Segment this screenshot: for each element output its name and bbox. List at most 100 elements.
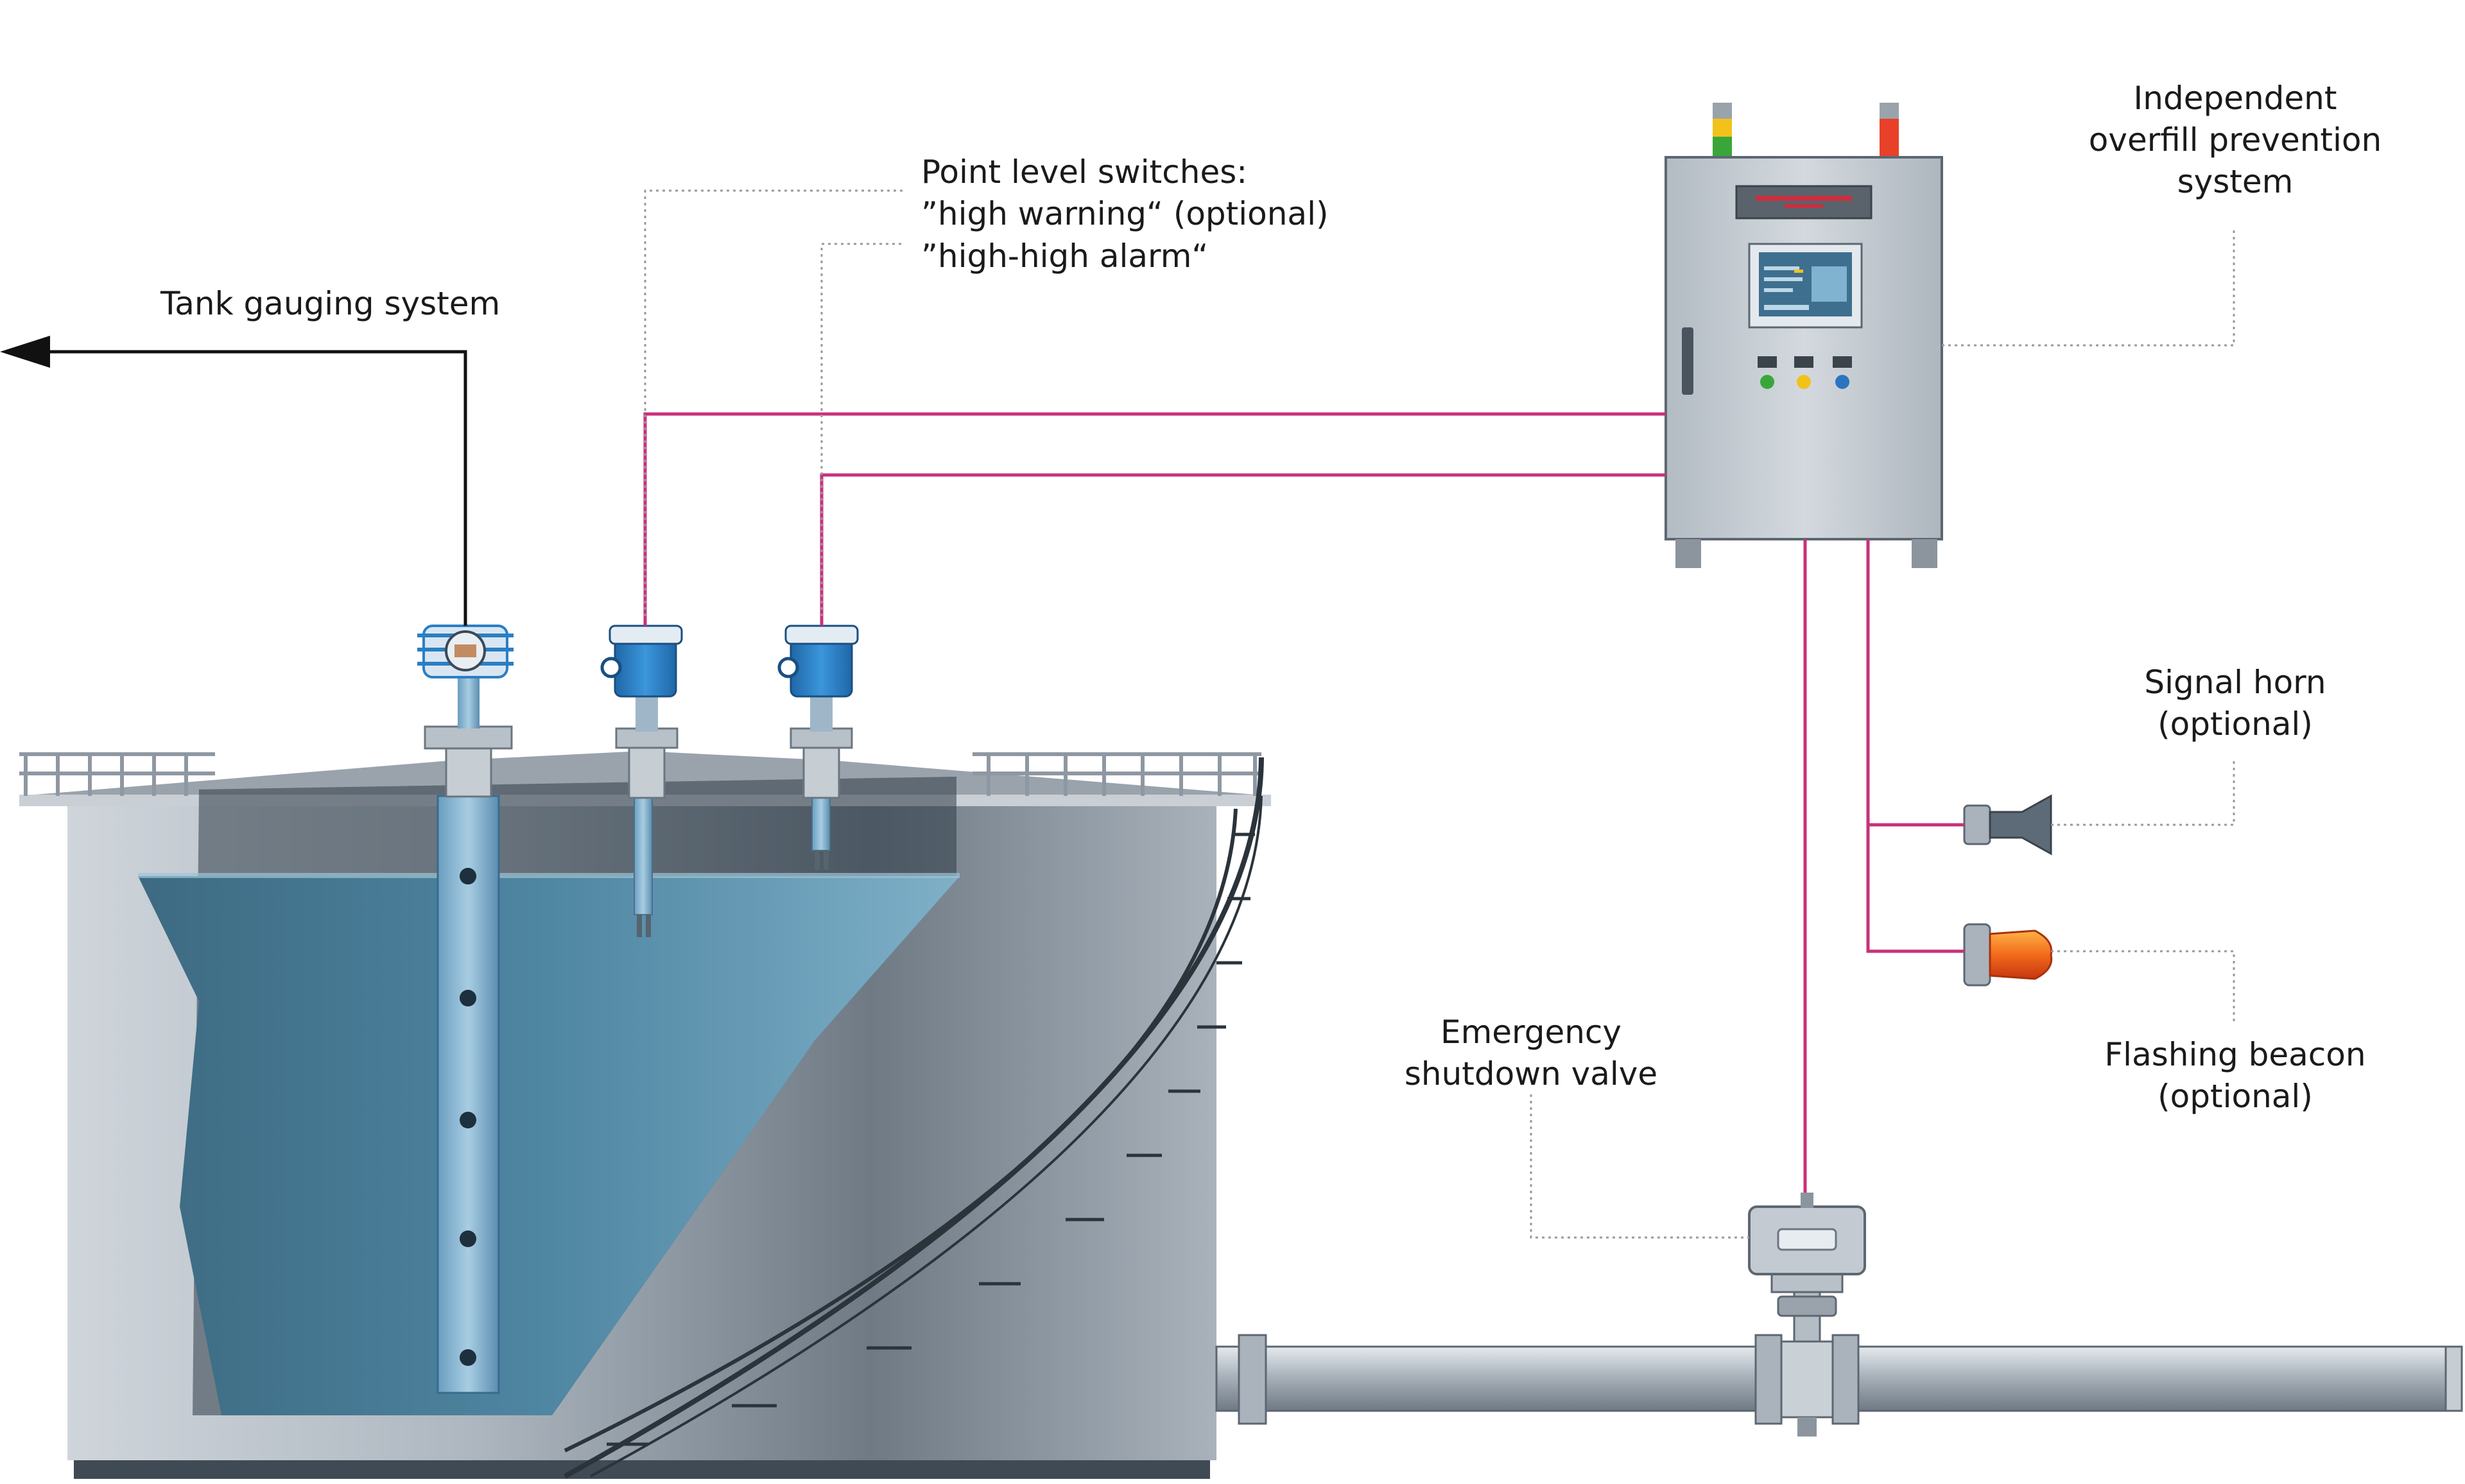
label-valve-line1: Emergency [1440, 1014, 1622, 1051]
label-point-switches-title: Point level switches: [921, 153, 1247, 191]
leader-beacon [2051, 950, 2235, 1024]
cabinet-switch [1758, 356, 1777, 368]
label-point-switches-high-high: ”high-high alarm“ [921, 237, 1208, 275]
cabinet-display-readout [1756, 196, 1852, 201]
signal-line-beacon [1866, 825, 1964, 953]
flashing-beacon-icon [1963, 923, 2053, 987]
lamp-yellow [1797, 375, 1811, 389]
valve-indicator [1777, 1228, 1837, 1251]
control-cabinet-icon [1665, 103, 1943, 568]
cabinet-foot-left [1675, 539, 1701, 568]
liquid-surface [138, 873, 960, 878]
stilling-well [437, 795, 500, 1394]
switch-2-probe [811, 795, 831, 851]
tank-stairway [564, 757, 1264, 1479]
leader-switch-1 [644, 189, 905, 616]
cabinet-display-readout [1785, 204, 1823, 208]
shutdown-valve-icon [1748, 1193, 1866, 1343]
hmi-line [1764, 266, 1799, 270]
stilling-well-hole [460, 990, 476, 1006]
switch-1-cap [609, 625, 683, 645]
stilling-well-hole [460, 1230, 476, 1247]
valve-top-port [1801, 1193, 1813, 1208]
switch-2-cap [784, 625, 859, 645]
lamp-green [1760, 375, 1774, 389]
stilling-well-hole [460, 1112, 476, 1128]
horn-base [1963, 804, 1991, 845]
signal-line-horn [1866, 539, 1964, 827]
gauging-output-arrow [0, 336, 467, 626]
labels: Tank gauging system Point level switches… [160, 80, 2382, 1115]
horn-bell [1989, 794, 2052, 856]
switch-1-gland [600, 657, 622, 678]
label-point-switches-high-warning: ”high warning“ (optional) [921, 195, 1328, 232]
label-beacon-line1: Flashing beacon [2104, 1036, 2366, 1073]
leader-valve [1530, 1094, 1749, 1239]
switch-1-fork [646, 915, 651, 937]
lamp-blue [1835, 375, 1849, 389]
label-horn-line1: Signal horn [2144, 664, 2326, 701]
hmi-line [1764, 288, 1793, 292]
valve-stem-coupling [1777, 1295, 1837, 1317]
valve-mount [1770, 1273, 1844, 1293]
gauging-line [26, 350, 467, 626]
switch-2-neck [810, 693, 833, 732]
label-tank-gauging: Tank gauging system [160, 285, 500, 322]
gauge-display-screen [454, 644, 476, 657]
switch-1-fork [637, 915, 642, 937]
valve-drain [1797, 1417, 1817, 1437]
cabinet-body [1665, 156, 1943, 540]
label-beacon-line2: (optional) [2158, 1078, 2313, 1115]
leader-switch-2 [820, 243, 905, 616]
gauge-flange [424, 725, 513, 750]
switch-1-nozzle [628, 746, 666, 799]
switch-2-fork [815, 850, 820, 870]
stack-light-red [1880, 119, 1899, 157]
switch-2-fork [824, 850, 829, 870]
switch-2-gland [777, 657, 799, 678]
label-overfill-line2: overfill prevention [2089, 121, 2382, 159]
roof-railing-right [973, 752, 1261, 796]
cabinet-foot-right [1912, 539, 1937, 568]
leader-lines [644, 189, 2235, 1239]
cabinet-handle [1682, 327, 1693, 395]
hmi-panel [1812, 266, 1847, 302]
cabinet-display [1735, 185, 1873, 220]
gauge-neck [458, 674, 480, 729]
roof-railing-left [19, 752, 215, 796]
switch-1-neck [636, 693, 658, 732]
switch-2-nozzle [802, 746, 840, 799]
stack-light-cap-right [1880, 103, 1899, 119]
leader-cabinet [1942, 228, 2235, 347]
beacon-base [1963, 923, 1991, 987]
signal-horn-icon [1963, 794, 2052, 856]
hmi-line [1764, 277, 1803, 281]
label-overfill-line1: Independent [2134, 80, 2337, 117]
vibrating-fork-switch-icon [600, 625, 683, 937]
signal-line-switch-1 [643, 412, 1666, 626]
label-overfill-line3: system [2177, 163, 2294, 200]
radar-level-transmitter-icon [417, 625, 514, 1394]
hmi-line [1764, 305, 1809, 310]
vibrating-fork-switch-icon [777, 625, 859, 870]
tank-liquid [138, 876, 960, 1415]
label-horn-line2: (optional) [2158, 705, 2313, 743]
signal-line-switch-2 [820, 473, 1666, 626]
cabinet-switch [1833, 356, 1852, 368]
tank-base [74, 1457, 1210, 1479]
stack-light-green [1713, 137, 1732, 157]
gauge-nozzle [445, 747, 492, 798]
valve-flange-right [1831, 1334, 1860, 1425]
stilling-well-hole [460, 1349, 476, 1366]
stack-light-yellow [1713, 119, 1732, 137]
stack-light-cap-left [1713, 103, 1732, 119]
outlet-pipe [1215, 1334, 2463, 1437]
beacon-lens [1989, 929, 2053, 980]
valve-body [1780, 1340, 1834, 1419]
cabinet-switch [1794, 356, 1813, 368]
valve-flange-left [1754, 1334, 1783, 1425]
pipe-flange-tank [1238, 1334, 1267, 1425]
label-valve-line2: shutdown valve [1405, 1055, 1657, 1092]
